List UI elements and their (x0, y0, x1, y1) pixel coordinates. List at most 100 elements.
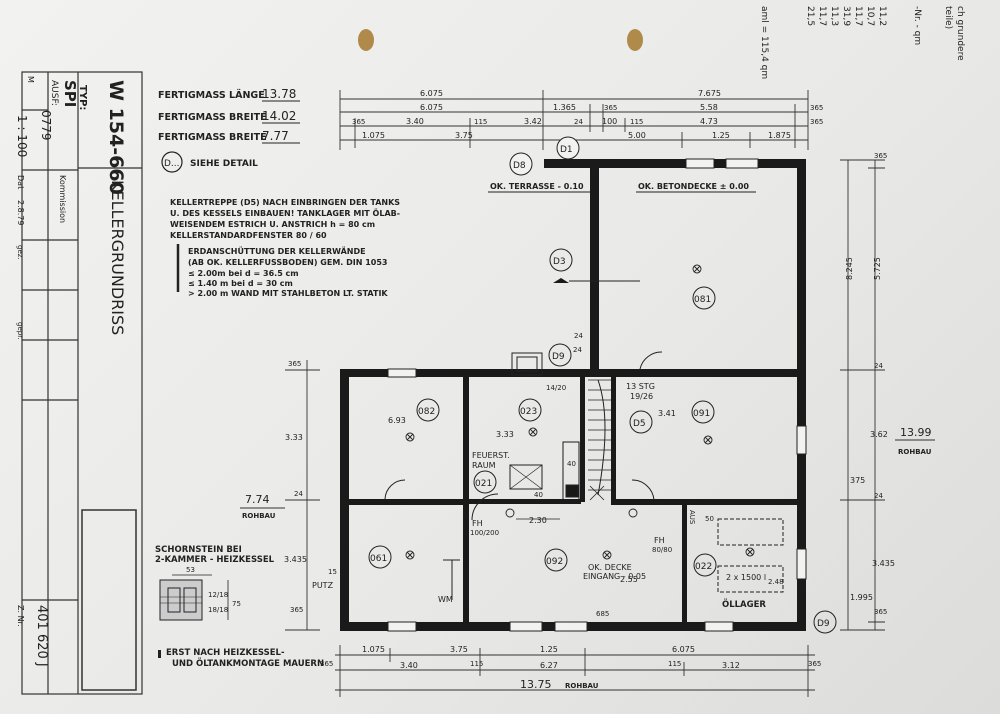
note-erdanschuettung: ERDANSCHÜTTUNG DER KELLERWÄNDE (188, 246, 366, 256)
rohbau-bottom-value: 13.75 (520, 678, 552, 691)
svg-text:3.62: 3.62 (870, 430, 888, 439)
gepr-label: gepr. (16, 322, 24, 340)
svg-text:021: 021 (475, 479, 492, 489)
room-061: 061 (368, 545, 392, 569)
note-erdanschuettung: ≤ 1.40 m bei d = 30 cm (188, 279, 293, 288)
svg-text:OK. DECKE: OK. DECKE (588, 563, 632, 572)
svg-text:365: 365 (810, 104, 823, 112)
svg-text:092: 092 (546, 557, 563, 567)
top-dimension-text: 6.075 7.675 6.075 1.365 365 5.58 365 365… (352, 89, 823, 140)
svg-text:12/18: 12/18 (208, 591, 228, 599)
note-erdanschuettung: ≤ 2.00m bei d = 36.5 cm (188, 269, 299, 278)
svg-text:2 x 1500 l: 2 x 1500 l (726, 573, 766, 582)
note-kellertreppe: KELLERSTANDARDFENSTER 80 / 60 (170, 231, 327, 240)
dat-label: Dat (16, 175, 25, 189)
windows (387, 158, 807, 632)
laenge-label: FERTIGMASS LÄNGE (158, 90, 265, 101)
svg-text:UND ÖLTANKMONTAGE MAUERN: UND ÖLTANKMONTAGE MAUERN (172, 658, 324, 669)
detail-symbol: D... (164, 159, 180, 169)
room-023: 023 3.33 (496, 398, 542, 439)
left-dimensions (240, 360, 320, 631)
margin-note: 11,2 (877, 6, 887, 26)
note-kellertreppe: WEISENDEM ESTRICH U. ANSTRICH h = 80 cm (170, 220, 375, 229)
room-091: 091 3.41 (658, 400, 715, 424)
svg-text:24: 24 (574, 118, 583, 126)
svg-text:40: 40 (567, 460, 576, 468)
room-092: 092 (544, 548, 568, 572)
svg-text:3.75: 3.75 (455, 131, 473, 140)
svg-text:FH: FH (472, 519, 483, 528)
room-labels: 081 082 6.93 023 3.33 091 3.41 021 FEUER… (368, 286, 717, 577)
laenge-value: 13.78 (262, 87, 296, 101)
svg-text:115: 115 (630, 118, 643, 126)
svg-text:24: 24 (874, 362, 883, 370)
typ-value: W 154-660 (105, 80, 127, 195)
svg-text:1.995: 1.995 (850, 593, 873, 602)
svg-text:75: 75 (232, 600, 241, 608)
rohbau-left-value: 7.74 (245, 493, 270, 506)
kommission-label: Kommission (58, 175, 67, 223)
svg-text:6.075: 6.075 (420, 89, 443, 98)
doors (384, 351, 663, 600)
svg-text:3.12: 3.12 (722, 661, 740, 670)
breite1-value: 14.02 (262, 109, 296, 123)
detail-d5: D5 (629, 410, 653, 434)
svg-text:6.93: 6.93 (388, 416, 406, 425)
margin-note: 10,7 (865, 6, 875, 26)
svg-text:100: 100 (602, 117, 617, 126)
svg-text:365: 365 (810, 118, 823, 126)
punch-hole-left (358, 29, 374, 51)
ok-terrasse-label: OK. TERRASSE - 0.10 (490, 182, 584, 191)
room-082: 082 6.93 (388, 398, 440, 425)
margin-note: 11,7 (817, 6, 827, 26)
svg-text:3.75: 3.75 (450, 645, 468, 654)
svg-text:53: 53 (186, 566, 195, 574)
svg-text:115: 115 (470, 660, 483, 668)
room-081: 081 (692, 286, 716, 310)
note-erdanschuettung: > 2.00 m WAND MIT STAHLBETON LT. STATIK (188, 289, 388, 298)
svg-text:8.245: 8.245 (845, 257, 854, 280)
margin-note: 31,9 (841, 6, 851, 26)
svg-text:50: 50 (705, 515, 714, 523)
walls (340, 159, 806, 631)
svg-text:365: 365 (290, 606, 303, 614)
svg-text:115: 115 (474, 118, 487, 126)
svg-text:5.58: 5.58 (700, 103, 718, 112)
svg-text:6.075: 6.075 (420, 103, 443, 112)
svg-text:2.55: 2.55 (620, 575, 638, 584)
svg-text:24: 24 (294, 490, 303, 498)
svg-text:023: 023 (520, 407, 537, 417)
svg-text:4.73: 4.73 (700, 117, 718, 126)
svg-text:365: 365 (808, 660, 821, 668)
svg-text:100/200: 100/200 (470, 529, 499, 537)
svg-text:115: 115 (668, 660, 681, 668)
detail-d1: D1 (556, 136, 580, 160)
left-dimension-text: 365 3.33 24 3.435 365 7.74 ROHBAU 24 24 … (242, 332, 583, 614)
room-021: 021 FEUERST. RAUM (472, 451, 510, 494)
breite2-value: 7.77 (262, 129, 289, 143)
chimney (509, 352, 579, 498)
svg-text:40: 40 (534, 491, 543, 499)
interior-labels: OK. TERRASSE - 0.10 OK. BETONDECKE ± 0.0… (312, 182, 784, 618)
svg-text:365: 365 (604, 104, 617, 112)
svg-text:1.875: 1.875 (768, 131, 791, 140)
svg-text:365: 365 (320, 660, 333, 668)
svg-text:24: 24 (574, 332, 583, 340)
svg-text:80/80: 80/80 (652, 546, 672, 554)
svg-text:D3: D3 (553, 257, 566, 267)
svg-text:FEUERST.: FEUERST. (472, 451, 510, 460)
punch-hole-right (627, 29, 643, 51)
svg-text:2.48: 2.48 (768, 578, 784, 586)
svg-text:061: 061 (370, 554, 387, 564)
detail-markers: D1 D3 D5 D8 D9 D9 (509, 136, 837, 634)
svg-text:6.075: 6.075 (672, 645, 695, 654)
svg-text:1.075: 1.075 (362, 131, 385, 140)
svg-text:3.435: 3.435 (872, 559, 895, 568)
note-kellertreppe: U. DES KESSELS EINBAUEN! TANKLAGER MIT Ö… (170, 208, 400, 218)
svg-text:685: 685 (596, 610, 609, 618)
svg-text:SCHORNSTEIN BEI: SCHORNSTEIN BEI (155, 545, 242, 555)
svg-text:1.075: 1.075 (362, 645, 385, 654)
svg-text:PUTZ: PUTZ (312, 581, 334, 590)
svg-text:081: 081 (694, 295, 711, 305)
svg-text:1.25: 1.25 (712, 131, 730, 140)
